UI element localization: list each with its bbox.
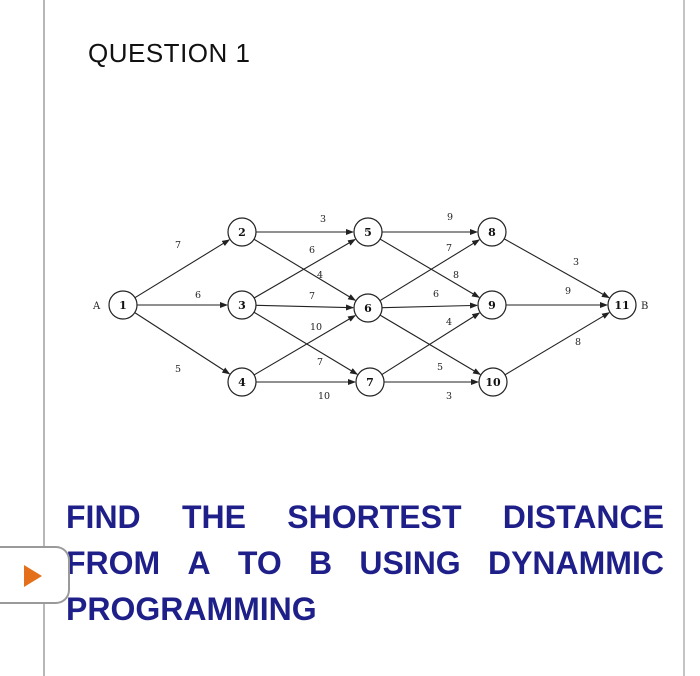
node-circle [227, 217, 257, 247]
node-2: 2 [227, 217, 257, 247]
node-label: 5 [364, 226, 372, 239]
edge-weight-6-8: 7 [446, 243, 452, 254]
edge-1-2 [134, 239, 231, 299]
edge-7-9 [381, 312, 481, 375]
node-circle [227, 367, 257, 397]
edge-3-7 [253, 311, 359, 375]
node-label: 4 [238, 376, 246, 389]
edge-6-8 [379, 239, 481, 302]
prompt-word: A [187, 545, 211, 581]
prompt-word: B [308, 545, 333, 581]
node-circle [355, 367, 385, 397]
edge-weight-10-11: 8 [575, 337, 581, 348]
node-circle [108, 290, 138, 320]
node-label: 9 [488, 299, 496, 312]
prompt-word: FROM [66, 545, 161, 581]
edge-weight-6-10: 5 [437, 362, 443, 373]
node-circle [477, 290, 507, 320]
prompt-word: DISTANCE [502, 499, 664, 535]
node-label: 11 [614, 299, 629, 312]
edge-weight-4-7: 10 [318, 391, 330, 402]
edge-weight-8-11: 3 [573, 257, 579, 268]
prompt-word: SHORTEST [287, 499, 462, 535]
prompt-word: THE [181, 499, 246, 535]
node-label: 6 [364, 302, 372, 315]
edge-weight-3-5: 6 [309, 245, 315, 256]
node-11: 11 [607, 290, 637, 320]
node-4: 4 [227, 367, 257, 397]
edge-6-9 [381, 302, 479, 309]
prompt-line-2: FROM A TO B USING DYNAMMIC [66, 540, 664, 586]
edge-weight-5-8: 9 [447, 212, 453, 223]
edge-weight-1-3: 6 [195, 290, 201, 301]
edge-1-4 [134, 312, 231, 375]
node-10: 10 [478, 367, 508, 397]
edge-weight-3-6: 7 [309, 291, 315, 302]
prompt-word: FIND [66, 499, 141, 535]
left-border-line [43, 0, 45, 676]
node-label: 2 [238, 226, 246, 239]
network-diagram: 7 6 5 3 4 6 7 10 7 10 9 8 7 6 5 4 3 3 9 8 1 2 3 4 5 6 7 8 9 10 11 A B [92, 212, 648, 402]
edge-weight-2-6: 4 [317, 270, 323, 281]
edge-weight-2-5: 3 [320, 214, 326, 225]
edge-weight-6-9: 6 [433, 289, 439, 300]
start-label: A [92, 301, 101, 312]
question-title: QUESTION 1 [88, 38, 251, 68]
node-label: 10 [485, 376, 501, 389]
prompt-line-1: FIND THE SHORTEST DISTANCE [66, 494, 664, 540]
node-circle [477, 217, 507, 247]
node-label: 1 [119, 299, 127, 312]
edge-weight-5-9: 8 [453, 270, 459, 281]
node-label: 7 [366, 376, 374, 389]
edge-weight-1-4: 5 [175, 364, 181, 375]
edge-3-5 [253, 239, 356, 299]
play-button[interactable] [0, 546, 70, 604]
edge-weight-7-10: 3 [446, 391, 452, 402]
node-label: 3 [238, 299, 246, 312]
node-7: 7 [355, 367, 385, 397]
prompt-line-3: PROGRAMMING [66, 591, 317, 627]
node-9: 9 [477, 290, 507, 320]
prompt-word: USING [359, 545, 461, 581]
prompt-word: TO [237, 545, 282, 581]
end-label: B [641, 301, 648, 312]
edge-weight-4-6: 7 [317, 357, 323, 368]
edge-8-11 [503, 238, 610, 299]
edge-3-6 [255, 304, 355, 311]
question-prompt: FIND THE SHORTEST DISTANCE FROM A TO B USING DYN… [66, 494, 666, 632]
node-5: 5 [353, 217, 383, 247]
node-circle [353, 293, 383, 323]
edge-weight-7-9: 4 [446, 317, 452, 328]
edge-2-6 [253, 238, 357, 301]
edge-weight-3-7: 10 [310, 322, 322, 333]
edge-6-10 [379, 314, 481, 375]
nodes-group: 1 2 3 4 5 6 7 8 9 10 11 [108, 217, 637, 397]
node-1: 1 [108, 290, 138, 320]
edges-group: 7 6 5 3 4 6 7 10 7 10 9 8 7 6 5 4 3 3 9 8 [134, 212, 610, 402]
edge-4-6 [253, 315, 356, 376]
node-circle [478, 367, 508, 397]
right-border-line [683, 0, 685, 676]
node-circle [227, 290, 257, 320]
node-circle [607, 290, 637, 320]
node-label: 8 [488, 226, 496, 239]
edge-weight-9-11: 9 [565, 286, 571, 297]
edge-5-9 [379, 238, 480, 298]
node-circle [353, 217, 383, 247]
node-6: 6 [353, 293, 383, 323]
edge-weight-1-2: 7 [175, 240, 181, 251]
play-icon [24, 565, 42, 587]
edge-10-11 [504, 312, 610, 376]
prompt-word: DYNAMMIC [487, 545, 664, 581]
node-8: 8 [477, 217, 507, 247]
node-3: 3 [227, 290, 257, 320]
